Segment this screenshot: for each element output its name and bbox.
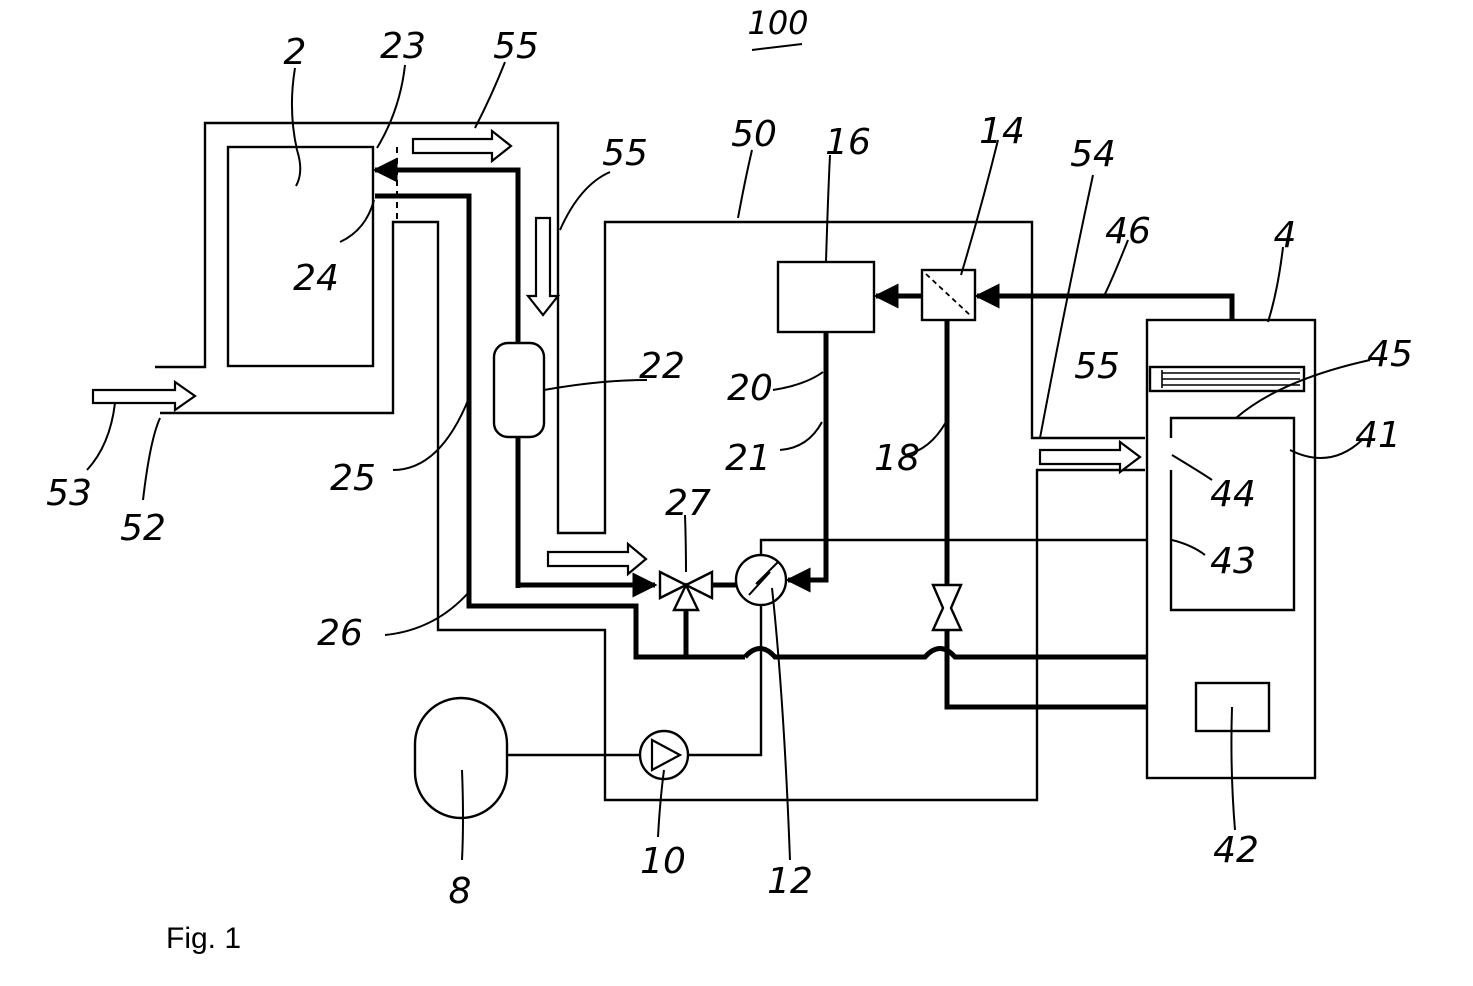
nozzle [933, 585, 961, 630]
label-55-top: 55 [493, 26, 539, 67]
label-46: 46 [1105, 211, 1151, 252]
label-55-mid: 55 [602, 133, 648, 174]
figure-caption: Fig. 1 [166, 922, 241, 955]
label-54: 54 [1070, 134, 1116, 175]
label-26: 26 [317, 613, 363, 654]
line-16-to-hx [788, 333, 826, 580]
label-41: 41 [1355, 415, 1401, 456]
pump-to-hx [688, 605, 761, 755]
flow-arrow-bottom [548, 544, 646, 574]
reference-number: 100 [747, 4, 808, 42]
three-way-valve [660, 572, 740, 657]
hx-to-43 [761, 540, 1168, 555]
label-27: 27 [665, 483, 711, 524]
label-14: 14 [979, 111, 1025, 152]
reference-underline [752, 44, 802, 50]
label-2: 2 [284, 32, 307, 73]
label-25: 25 [330, 458, 376, 499]
tank-8 [415, 698, 507, 818]
separator-14 [922, 270, 975, 320]
flow-arrow-55-down [528, 218, 558, 315]
label-20: 20 [727, 368, 773, 409]
label-12: 12 [767, 861, 813, 902]
filter-lines [1162, 370, 1300, 388]
fuel-cell-stack-box [228, 147, 373, 366]
component-16-box [778, 262, 874, 332]
label-24: 24 [293, 258, 339, 299]
label-45: 45 [1367, 334, 1413, 375]
label-4: 4 [1274, 215, 1297, 256]
label-8: 8 [449, 871, 472, 912]
heat-exchanger [736, 555, 786, 605]
flow-arrow-55-top [413, 131, 511, 161]
flow-arrow-55-right [1040, 442, 1140, 472]
label-21: 21 [725, 438, 771, 479]
tank-22 [494, 343, 544, 437]
label-10: 10 [640, 841, 686, 882]
label-52: 52 [120, 508, 166, 549]
label-43: 43 [1210, 541, 1256, 582]
label-42: 42 [1213, 830, 1259, 871]
label-50: 50 [731, 114, 777, 155]
label-53: 53 [46, 473, 92, 514]
flow-arrow-52 [93, 382, 195, 410]
label-18: 18 [874, 438, 920, 479]
label-16: 16 [825, 122, 871, 163]
label-44: 44 [1210, 474, 1256, 515]
label-23: 23 [380, 26, 426, 67]
label-22: 22 [639, 346, 685, 387]
label-55-right: 55 [1074, 346, 1120, 387]
